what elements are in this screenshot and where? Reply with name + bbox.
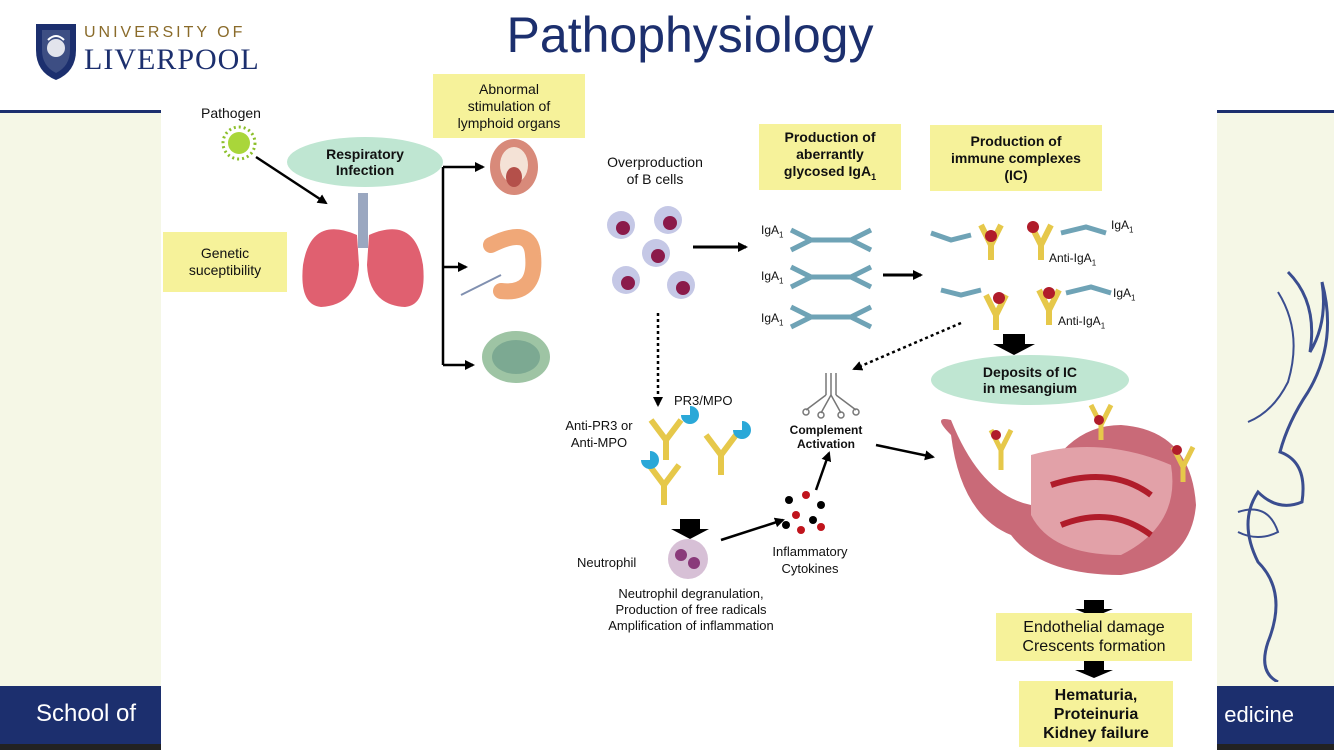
complement-icon [802, 373, 860, 419]
lungs-icon [302, 193, 424, 307]
diagram-artwork [221, 125, 1196, 678]
neutrophil-label: Neutrophil [577, 555, 637, 570]
immune-complexes-label: Production of immune complexes (IC) [951, 132, 1081, 183]
ic-iga-label-2: IgA1 [1113, 286, 1136, 303]
lymph-node-icon [482, 331, 550, 383]
respiratory-infection-label: Respiratory Infection [326, 146, 404, 178]
aberrant-iga-box: Production of aberrantly glycosed IgA1 [759, 124, 901, 190]
deposited-ic-icon [988, 403, 1196, 482]
b-cells-icon [607, 206, 695, 299]
outcome-label: Hematuria, Proteinuria Kidney failure [1043, 686, 1149, 742]
genetic-susceptibility-label: Genetic suceptibility [188, 245, 262, 278]
immune-complexes-box: Production of immune complexes (IC) [930, 125, 1102, 191]
liver-bird-crest-icon [1237, 270, 1330, 682]
pathophysiology-diagram: Pathogen Respiratory Infection Genetic s… [161, 74, 1217, 750]
logo-line1: UNIVERSITY OF [84, 24, 246, 41]
ic-iga-label-1: IgA1 [1111, 218, 1134, 235]
overproduction-b-cells-label: Overproduction of B cells [607, 154, 703, 187]
cytokines-icon [782, 491, 825, 534]
outcome-box: Hematuria, Proteinuria Kidney failure [1019, 681, 1173, 747]
pathogen-label: Pathogen [201, 105, 261, 121]
endothelial-damage-label: Endothelial damage Crescents formation [1022, 619, 1166, 655]
throat-tonsils-icon [490, 139, 538, 195]
glomerulus-kidney-icon [941, 419, 1196, 575]
endothelial-damage-box: Endothelial damage Crescents formation [996, 613, 1192, 661]
iga-label-3: IgA1 [761, 311, 784, 328]
deposits-label: Deposits of IC in mesangium [982, 364, 1078, 396]
anti-iga-label-2: Anti-IgA1 [1058, 314, 1106, 331]
inflammatory-cytokines-label: Inflammatory Cytokines [772, 544, 848, 576]
complement-activation-label: Complement Activation [789, 423, 863, 451]
neutrophil-cell-icon [668, 539, 708, 579]
respiratory-infection-ellipse: Respiratory Infection [287, 137, 443, 187]
aberrant-iga-label: Production of aberrantly glycosed IgA [783, 128, 876, 179]
degranulation-label: Neutrophil degranulation, Production of … [608, 586, 774, 633]
deposits-ellipse: Deposits of IC in mesangium [931, 355, 1129, 405]
pr3-mpo-antigen-icon [641, 406, 751, 469]
abnormal-stimulation-label: Abnormal stimulation of lymphoid organs [457, 80, 561, 131]
anti-iga-label-1: Anti-IgA1 [1049, 251, 1097, 268]
pr3-mpo-label: PR3/MPO [674, 393, 733, 408]
abnormal-stimulation-box: Abnormal stimulation of lymphoid organs [433, 74, 585, 138]
iga-label-2: IgA1 [761, 269, 784, 286]
immune-complex-icon [930, 221, 1112, 330]
footer-medicine-text: edicine [1224, 702, 1294, 727]
pathogen-virus-icon [221, 125, 257, 161]
page-title: Pathophysiology [506, 7, 874, 63]
iga-label-1: IgA1 [761, 223, 784, 240]
anti-pr3-label: Anti-PR3 or Anti-MPO [565, 418, 633, 450]
aberrant-iga-subscript: 1 [871, 171, 877, 182]
anca-antibodies-icon [646, 418, 739, 505]
genetic-susceptibility-box: Genetic suceptibility [163, 232, 287, 292]
iga-molecules-icon [789, 227, 873, 330]
shield-icon [36, 24, 76, 80]
intestine-icon [460, 229, 542, 300]
university-logo: UNIVERSITY OF LIVERPOOL [34, 20, 274, 84]
footer-school-text: School of [36, 700, 137, 727]
slide-header: UNIVERSITY OF LIVERPOOL Pathophysiology [0, 0, 1334, 112]
logo-line2: LIVERPOOL [84, 43, 260, 72]
